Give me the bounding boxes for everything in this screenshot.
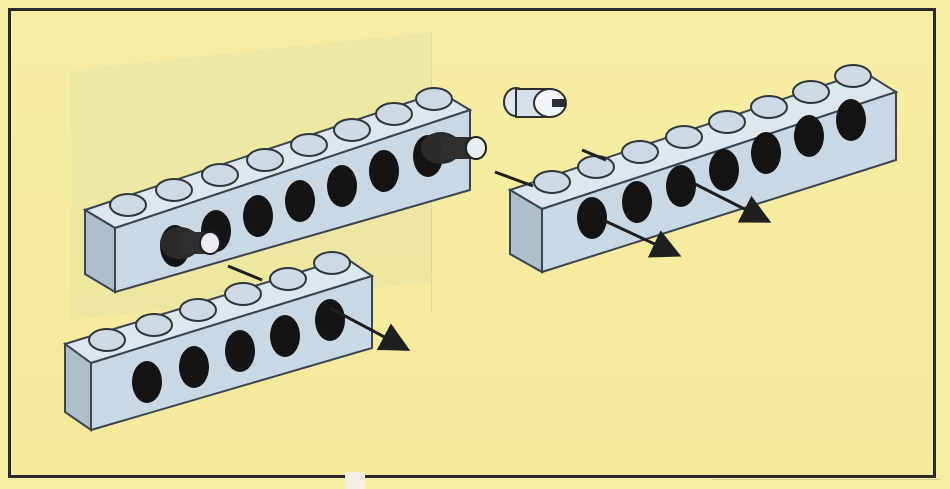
friction-pin-icon [421,132,486,164]
technic-brick-8-stud-icon [510,65,896,272]
technic-brick-8-stud-icon [85,88,486,292]
friction-pin-icon [160,227,220,259]
friction-pin-icon [504,88,566,117]
frame-gap [345,472,365,489]
